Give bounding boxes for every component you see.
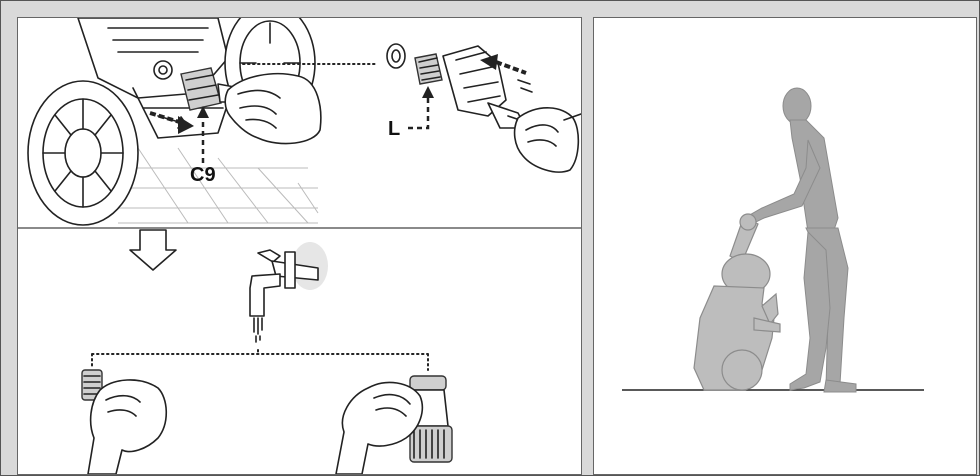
water-stream-icon <box>253 317 263 343</box>
label-l: L <box>388 118 400 140</box>
instruction-panel-right <box>593 17 977 475</box>
hand-icon <box>224 72 322 145</box>
indicator-line-l <box>408 93 430 130</box>
label-c9: C9 <box>190 164 216 186</box>
transport-illustration <box>622 87 924 393</box>
filter-icon <box>81 369 103 401</box>
dotted-connector-bottom <box>91 349 429 371</box>
person-walking-icon <box>747 87 857 393</box>
hose-connection-illustration: C9 <box>18 18 581 474</box>
pressure-washer-icon <box>693 213 781 391</box>
water-tap-icon <box>249 242 328 317</box>
hand-icon <box>87 379 168 474</box>
washer-ring-icon <box>386 43 406 69</box>
arrow-push-icon <box>480 54 533 93</box>
filter-icon <box>414 53 443 85</box>
hand-icon <box>513 107 581 173</box>
hand-icon <box>335 381 424 474</box>
arrow-down-icon <box>129 229 177 271</box>
instruction-panel-left: C9 <box>17 17 582 475</box>
floor-tiles <box>58 147 319 224</box>
